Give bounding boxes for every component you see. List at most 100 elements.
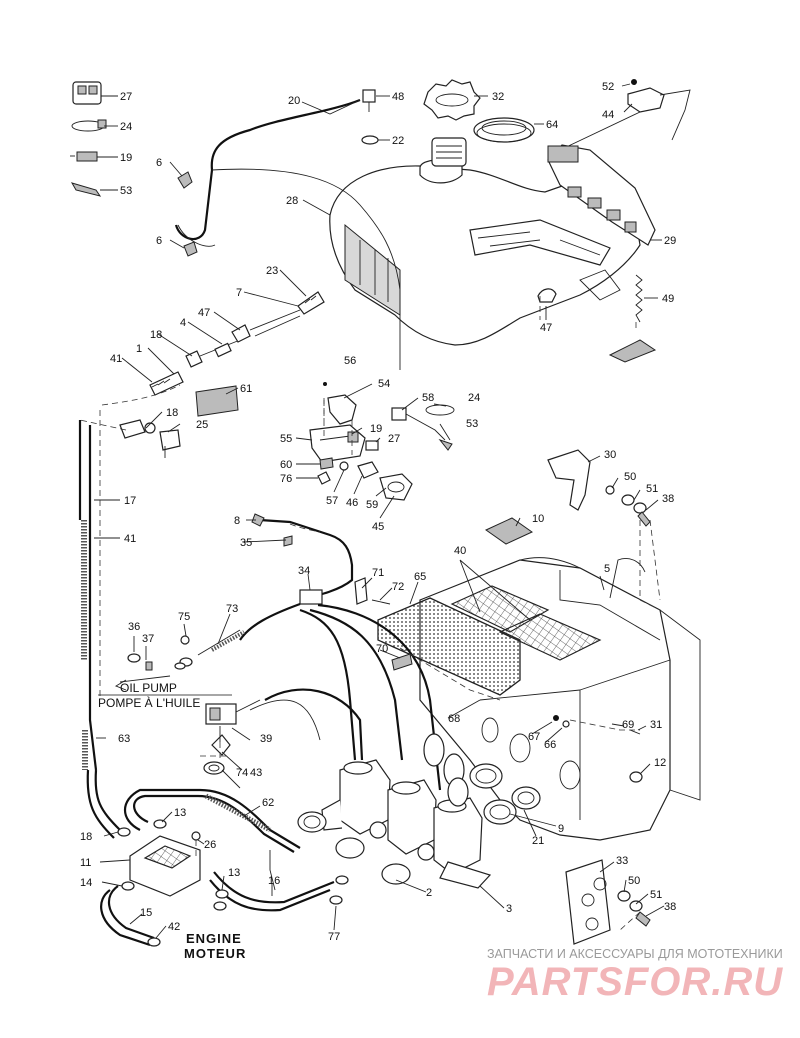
part-number: 12 — [654, 757, 666, 769]
oil-pump-label: OIL PUMP POMPE À L'HUILE — [98, 681, 232, 710]
pump-bracket-55-part — [309, 424, 366, 463]
part-number: 18 — [80, 831, 92, 843]
part-number: 74 — [236, 767, 248, 779]
part-number: 75 — [178, 611, 190, 623]
bolt-8-part — [251, 513, 293, 547]
throttle-cable-assembly — [149, 291, 325, 396]
part-number: 9 — [558, 823, 564, 835]
hose-clamps — [117, 819, 349, 947]
part-number: 26 — [204, 839, 216, 851]
part-number: 52 — [602, 81, 614, 93]
carburetor-2-part — [321, 759, 391, 839]
oil-pump-label-en: OIL PUMP — [120, 681, 177, 695]
fuel-sender-44-part — [547, 79, 691, 163]
vent-hose-20-part — [174, 98, 361, 241]
part-number: 76 — [280, 473, 292, 485]
fuel-tank-28-part — [329, 137, 656, 346]
engine-label-en: ENGINE — [186, 931, 242, 946]
part-number: 60 — [280, 459, 292, 471]
fuel-cap-32-part — [423, 79, 481, 121]
part-number: 27 — [120, 91, 132, 103]
part-number: 51 — [650, 889, 662, 901]
banjo-fitting-25-part — [119, 419, 181, 458]
part-number: 18 — [166, 407, 178, 419]
part-number: 61 — [240, 383, 252, 395]
filter-screen-40-part — [450, 585, 602, 661]
watermark: ЗАПЧАСТИ И АКСЕССУАРЫ ДЛЯ МОТОТЕХНИКИ PA… — [487, 947, 783, 1004]
part-number: 39 — [260, 733, 272, 745]
watermark-logo: PARTSFOR.RU — [487, 960, 783, 1004]
part-number: 7 — [236, 287, 242, 299]
washer-22-part — [361, 135, 379, 145]
part-number: 62 — [262, 797, 274, 809]
part-number: 51 — [646, 483, 658, 495]
part-number: 58 — [422, 392, 434, 404]
part-number: 33 — [616, 855, 628, 867]
clip-70-part — [391, 653, 413, 671]
part-number: 64 — [546, 119, 558, 131]
part-number: 24 — [120, 121, 132, 133]
engine-label-fr: MOTEUR — [184, 946, 246, 961]
oil-pump-label-fr: POMPE À L'HUILE — [98, 695, 200, 710]
small-parts-60-76 — [317, 457, 334, 485]
pump-cover-54-part — [323, 382, 357, 425]
decal-61-part — [195, 385, 239, 417]
part-number: 69 — [622, 719, 634, 731]
filter-element-65-part — [377, 597, 521, 696]
part-number: 19 — [120, 152, 132, 164]
part-number: 41 — [110, 353, 122, 365]
tie-strap-24-part — [71, 119, 107, 132]
part-number: 21 — [532, 835, 544, 847]
part-number: 17 — [124, 495, 136, 507]
engine-label: ENGINE MOTEUR — [184, 931, 246, 961]
connector-19b-27b — [347, 431, 379, 451]
part-number: 72 — [392, 581, 404, 593]
part-number: 45 — [372, 521, 384, 533]
part-number: 34 — [298, 565, 310, 577]
connector-39-part — [203, 699, 261, 775]
part-number: 73 — [226, 603, 238, 615]
part-number: 20 — [288, 95, 300, 107]
part-number: 38 — [662, 493, 674, 505]
part-number: 38 — [664, 901, 676, 913]
part-number: 4 — [180, 317, 186, 329]
part-number: 23 — [266, 265, 278, 277]
part-number: 28 — [286, 195, 298, 207]
part-number: 6 — [156, 157, 162, 169]
part-number: 13 — [174, 807, 186, 819]
parts-57-46-59-45 — [339, 461, 413, 501]
part-number: 59 — [366, 499, 378, 511]
part-number: 77 — [328, 931, 340, 943]
part-number: 37 — [142, 633, 154, 645]
part-number: 15 — [140, 907, 152, 919]
part-number: 10 — [532, 513, 544, 525]
terminal-53-part — [70, 182, 102, 197]
part-number: 42 — [168, 921, 180, 933]
carburetor-middle-part — [387, 779, 437, 861]
part-number: 53 — [120, 185, 132, 197]
plate-33-part — [565, 859, 651, 945]
part-number: 14 — [80, 877, 92, 889]
part-number: 11 — [80, 857, 91, 869]
part-number: 24 — [468, 392, 480, 404]
connector-19-part — [70, 151, 98, 162]
part-number: 63 — [118, 733, 130, 745]
part-number: 18 — [150, 329, 162, 341]
carb-clamps — [297, 733, 541, 885]
fuel-hoses-15-16-62-63 — [78, 510, 335, 947]
leader-lines — [94, 83, 665, 939]
part-number: 22 — [392, 135, 404, 147]
part-number: 13 — [228, 867, 240, 879]
part-number: 31 — [650, 719, 662, 731]
part-number: 32 — [492, 91, 504, 103]
part-number: 54 — [378, 378, 390, 390]
watermark-caption: ЗАПЧАСТИ И АКСЕССУАРЫ ДЛЯ МОТОТЕХНИКИ — [487, 947, 783, 961]
decal-10-part — [485, 517, 533, 545]
part-number: 68 — [448, 713, 460, 725]
part-number: 16 — [268, 875, 280, 887]
part-number: 71 — [372, 567, 384, 579]
part-number: 70 — [376, 643, 388, 655]
part-number: 29 — [664, 235, 676, 247]
part-number: 57 — [326, 495, 338, 507]
